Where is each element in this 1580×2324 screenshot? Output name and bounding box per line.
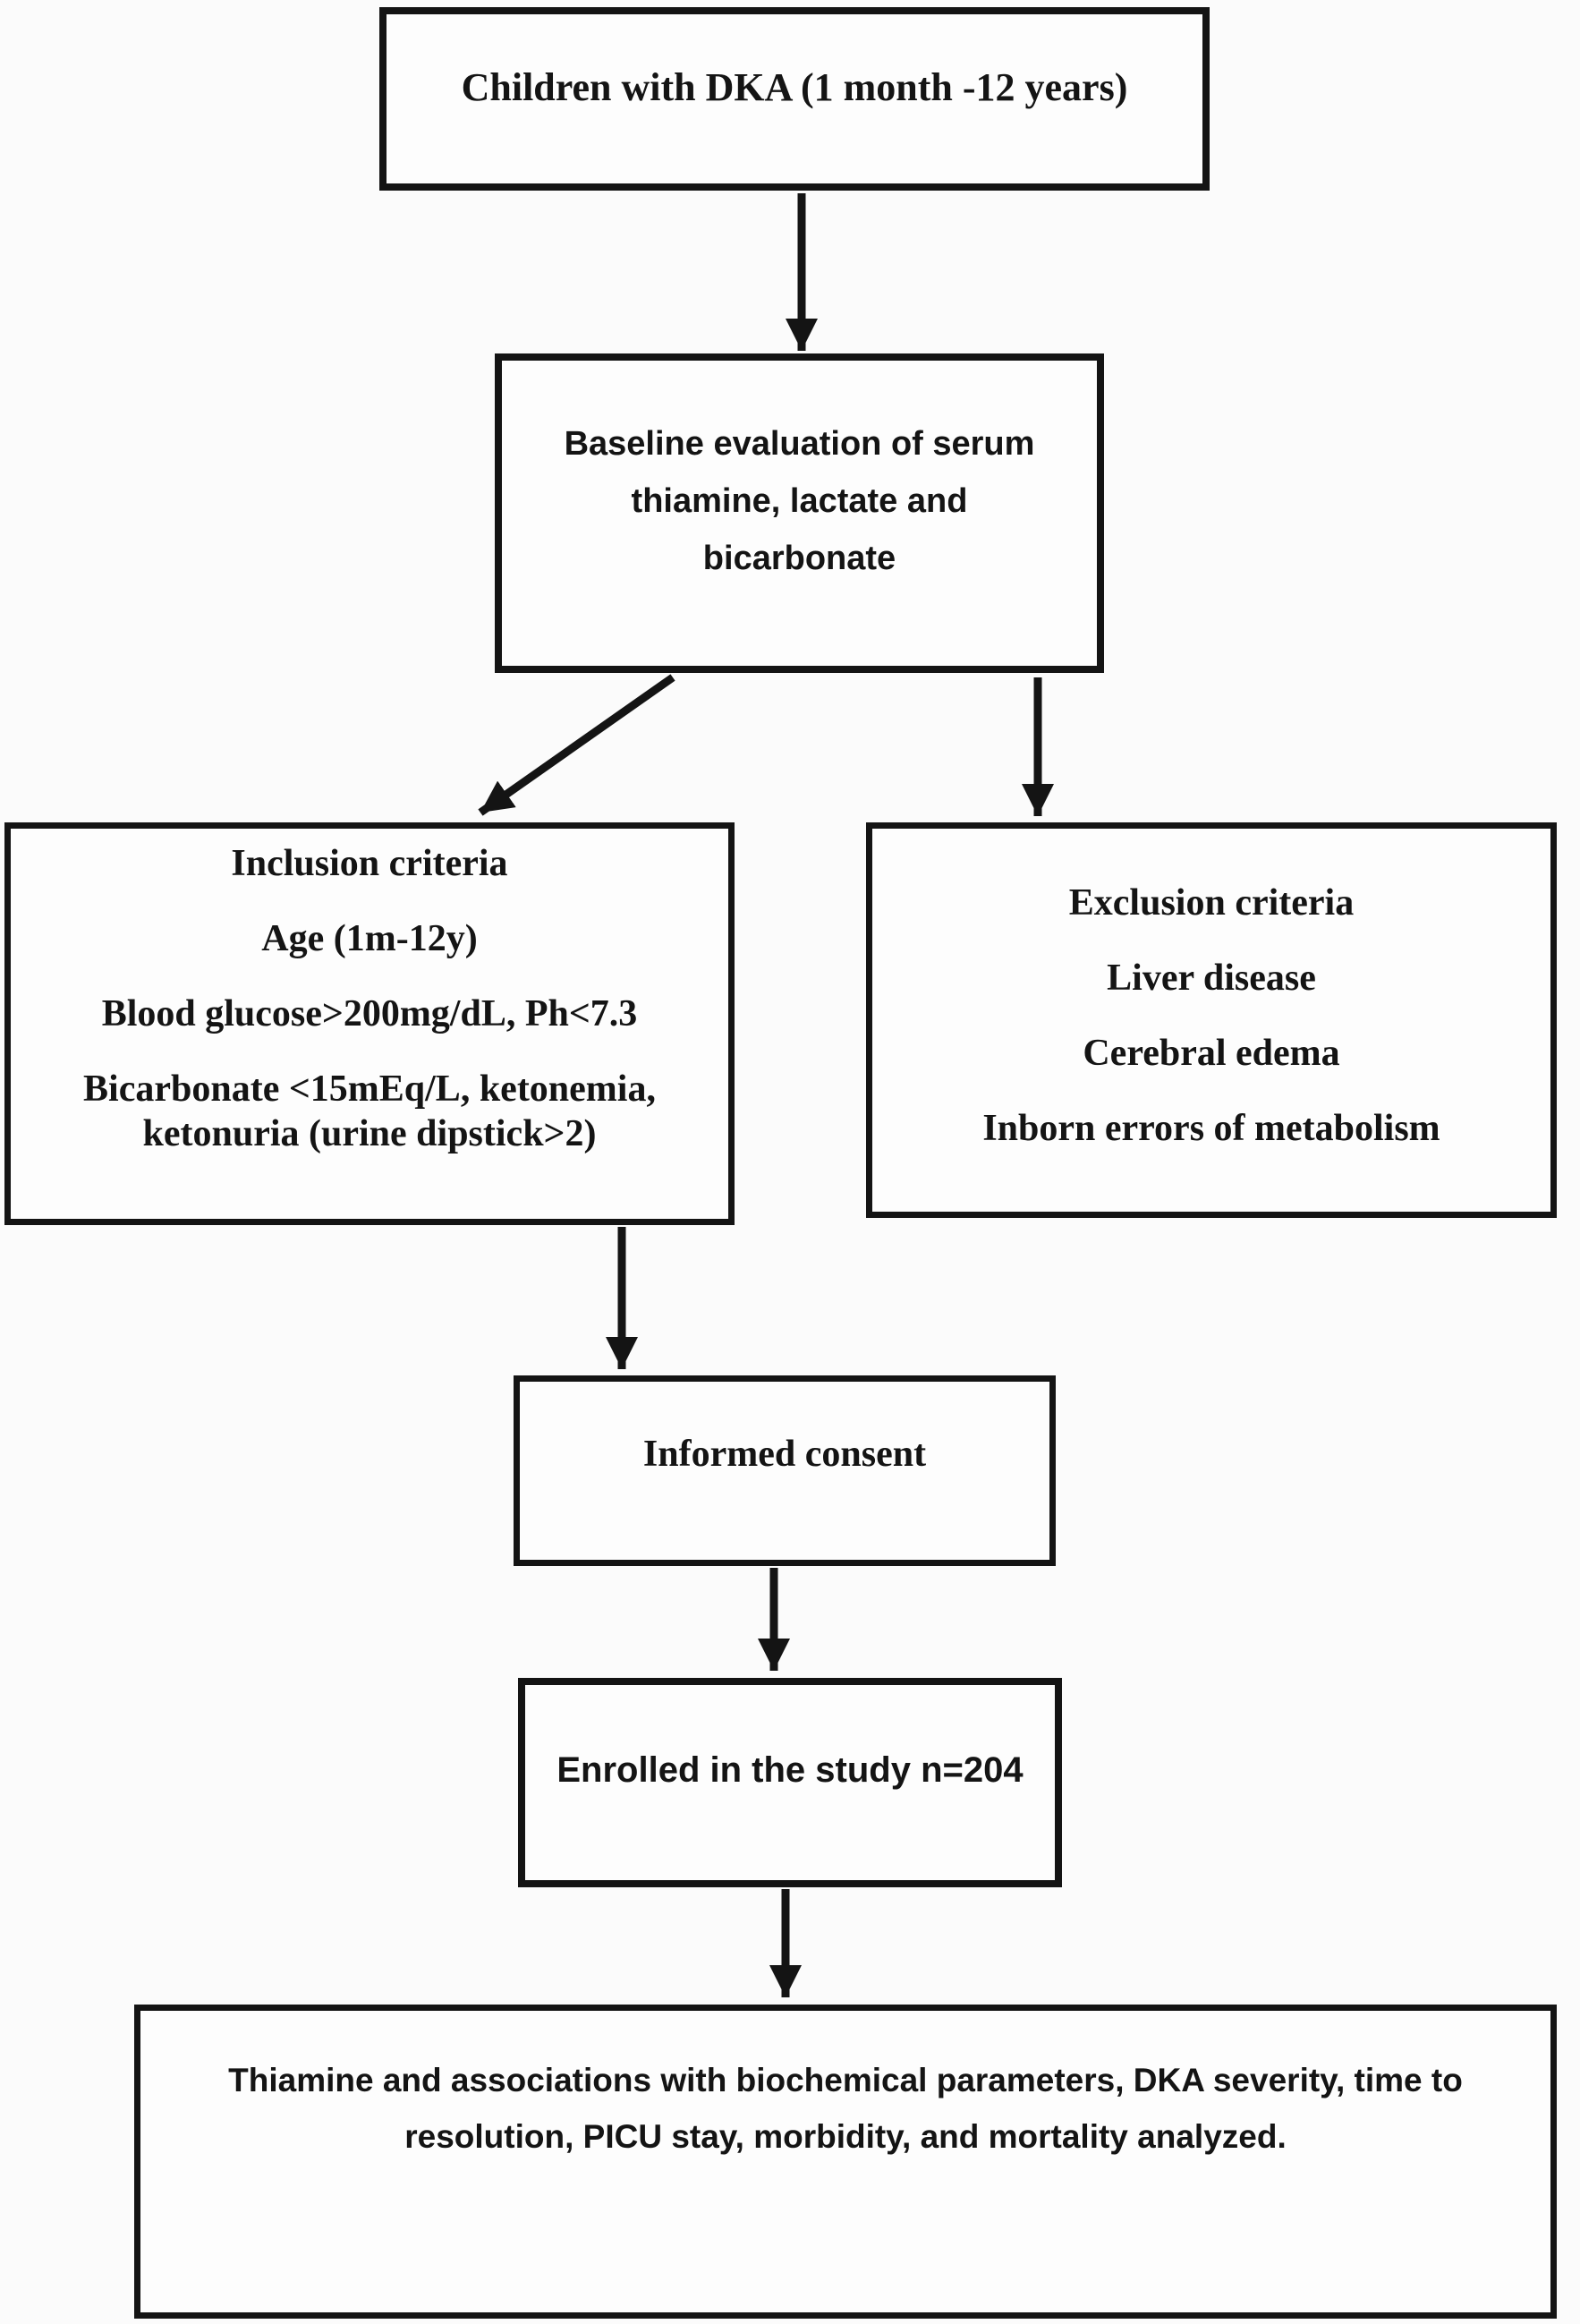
arrow-baseline-to-inclusion: [478, 674, 675, 816]
inclusion-item-glucose: Blood glucose>200mg/dL, Ph<7.3: [101, 993, 638, 1034]
exclusion-criteria-box: Exclusion criteria Liver disease Cerebra…: [866, 822, 1557, 1218]
informed-consent-box: Informed consent: [514, 1375, 1056, 1566]
exclusion-item-metabolism: Inborn errors of metabolism: [982, 1108, 1440, 1149]
enrolled-label: Enrolled in the study n=204: [556, 1749, 1024, 1790]
inclusion-item-bicarbonate: Bicarbonate <15mEq/L, ketonemia, ketonur…: [83, 1068, 656, 1154]
consent-label: Informed consent: [642, 1433, 927, 1475]
inclusion-item-age: Age (1m-12y): [261, 918, 478, 959]
enrolled-box: Enrolled in the study n=204: [518, 1678, 1062, 1887]
exclusion-title: Exclusion criteria: [1068, 882, 1355, 924]
baseline-line-3: bicarbonate: [702, 539, 896, 577]
baseline-line-1: Baseline evaluation of serum: [564, 424, 1035, 463]
analysis-label: Thiamine and associations with biochemic…: [228, 2062, 1463, 2155]
baseline-line-2: thiamine, lactate and: [631, 481, 968, 520]
analysis-box: Thiamine and associations with biochemic…: [134, 2005, 1557, 2319]
population-label: Children with DKA (1 month -12 years): [461, 65, 1128, 109]
exclusion-item-liver: Liver disease: [1107, 958, 1316, 999]
population-box: Children with DKA (1 month -12 years): [379, 7, 1210, 191]
inclusion-title: Inclusion criteria: [231, 843, 508, 884]
inclusion-criteria-box: Inclusion criteria Age (1m-12y) Blood gl…: [4, 822, 735, 1225]
baseline-evaluation-box: Baseline evaluation of serum thiamine, l…: [495, 353, 1104, 673]
exclusion-item-edema: Cerebral edema: [1083, 1033, 1340, 1074]
